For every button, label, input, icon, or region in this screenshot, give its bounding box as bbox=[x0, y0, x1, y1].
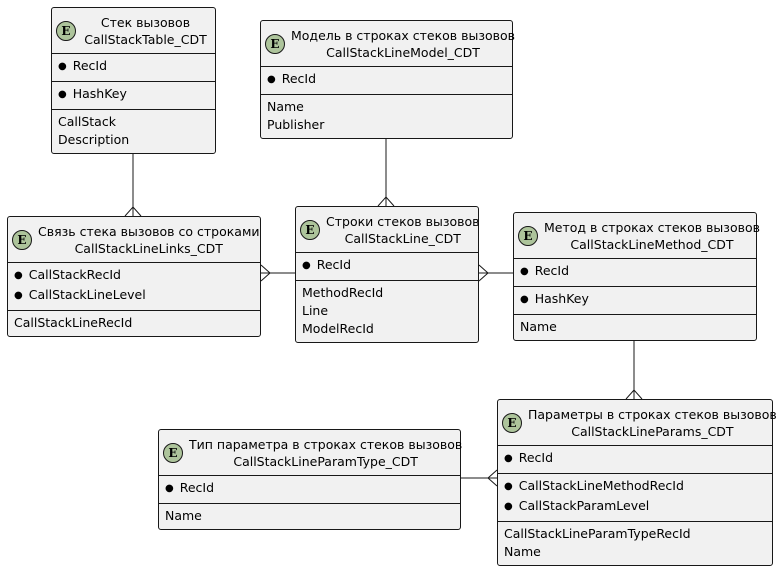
attribute-field: CallStack bbox=[58, 114, 116, 129]
entity-icon: E bbox=[300, 220, 320, 240]
entity-icon: E bbox=[163, 443, 183, 463]
entity-title-en: CallStackLineParams_CDT bbox=[571, 424, 734, 439]
entity-keys-primary: RecId bbox=[296, 253, 478, 281]
entity-title-ru: Связь стека вызовов со строками bbox=[38, 224, 260, 239]
entity-fields: CallStack Description bbox=[52, 110, 215, 153]
crowfoot-links-top bbox=[124, 206, 142, 217]
key-field: CallStackParamLevel bbox=[504, 497, 766, 517]
entity-title-en: CallStackLine_CDT bbox=[344, 231, 461, 246]
entity-icon: E bbox=[502, 413, 522, 433]
entity-title-ru: Стек вызовов bbox=[100, 15, 191, 30]
entity-title-ru: Метод в строках стеков вызовов bbox=[544, 220, 760, 235]
entity-header: E Стек вызовов CallStackTable_CDT bbox=[52, 8, 215, 54]
attribute-field: CallStackLineParamTypeRecId bbox=[504, 526, 691, 541]
attribute-field: Publisher bbox=[267, 117, 325, 132]
entity-title: Строки стеков вызовов CallStackLine_CDT bbox=[326, 213, 480, 247]
entity-title-en: CallStackLineLinks_CDT bbox=[74, 241, 223, 256]
key-field: HashKey bbox=[520, 290, 750, 310]
attribute-field: CallStackLineRecId bbox=[14, 315, 133, 330]
entity-keys-primary: RecId bbox=[514, 259, 756, 287]
entity-title: Параметры в строках стеков вызовов CallS… bbox=[528, 406, 777, 440]
crowfoot-links-right bbox=[260, 264, 271, 282]
entity-icon: E bbox=[56, 21, 76, 41]
entity-icon: E bbox=[518, 226, 538, 246]
entity-title: Тип параметра в строках стеков вызовов C… bbox=[189, 436, 462, 470]
entity-icon: E bbox=[265, 34, 285, 54]
key-field: CallStackLineLevel bbox=[14, 286, 254, 306]
entity-header: E Метод в строках стеков вызовов CallSta… bbox=[514, 213, 760, 259]
attribute-field: Name bbox=[520, 319, 557, 334]
key-field: RecId bbox=[267, 70, 506, 90]
entity-header: E Модель в строках стеков вызовов CallSt… bbox=[261, 21, 515, 67]
entity-title-ru: Модель в строках стеков вызовов bbox=[291, 28, 516, 43]
key-field: CallStackRecId bbox=[14, 266, 254, 286]
entity-fields: Name Publisher bbox=[261, 95, 512, 138]
attribute-field: Name bbox=[267, 99, 304, 114]
entity-keys-secondary: HashKey bbox=[514, 287, 756, 315]
attribute-field: Name bbox=[165, 508, 202, 523]
entity-line[interactable]: E Строки стеков вызовов CallStackLine_CD… bbox=[295, 206, 480, 343]
entity-header: E Тип параметра в строках стеков вызовов… bbox=[159, 430, 462, 476]
attribute-field: ModelRecId bbox=[302, 321, 374, 336]
key-field: RecId bbox=[302, 256, 472, 276]
entity-line-model[interactable]: E Модель в строках стеков вызовов CallSt… bbox=[260, 20, 515, 139]
entity-keys-primary: RecId bbox=[498, 446, 772, 474]
entity-title-ru: Параметры в строках стеков вызовов bbox=[528, 407, 777, 422]
key-field: RecId bbox=[58, 57, 209, 77]
entity-callstack-table[interactable]: E Стек вызовов CallStackTable_CDT RecId … bbox=[51, 7, 216, 154]
entity-header: E Строки стеков вызовов CallStackLine_CD… bbox=[296, 207, 480, 253]
key-field: HashKey bbox=[58, 85, 209, 105]
entity-icon: E bbox=[12, 230, 32, 250]
crowfoot-line-right bbox=[478, 264, 489, 282]
attribute-field: MethodRecId bbox=[302, 285, 384, 300]
key-field: RecId bbox=[520, 262, 750, 282]
entity-title: Стек вызовов CallStackTable_CDT bbox=[82, 14, 209, 48]
key-field: RecId bbox=[504, 449, 766, 469]
crowfoot-line-top bbox=[377, 196, 395, 207]
crowfoot-params-top bbox=[625, 389, 643, 400]
crowfoot-params-left bbox=[487, 469, 498, 487]
entity-keys-secondary: HashKey bbox=[52, 82, 215, 110]
entity-title: Модель в строках стеков вызовов CallStac… bbox=[291, 27, 515, 61]
entity-param-type[interactable]: E Тип параметра в строках стеков вызовов… bbox=[158, 429, 462, 530]
entity-header: E Связь стека вызовов со строками CallSt… bbox=[8, 217, 260, 263]
entity-keys-secondary: CallStackLineMethodRecId CallStackParamL… bbox=[498, 474, 772, 522]
entity-title: Метод в строках стеков вызовов CallStack… bbox=[544, 219, 760, 253]
entity-title-en: CallStackLineParamType_CDT bbox=[233, 454, 418, 469]
entity-title-ru: Строки стеков вызовов bbox=[326, 214, 480, 229]
attribute-field: Line bbox=[302, 303, 329, 318]
entity-fields: CallStackLineParamTypeRecId Name bbox=[498, 522, 772, 565]
entity-title-ru: Тип параметра в строках стеков вызовов bbox=[189, 437, 463, 452]
entity-fields: CallStackLineRecId bbox=[8, 311, 260, 336]
entity-title-en: CallStackLineMethod_CDT bbox=[570, 237, 734, 252]
entity-line-links[interactable]: E Связь стека вызовов со строками CallSt… bbox=[7, 216, 261, 337]
entity-title: Связь стека вызовов со строками CallStac… bbox=[38, 223, 260, 257]
entity-fields: MethodRecId Line ModelRecId bbox=[296, 281, 478, 342]
entity-keys-primary: CallStackRecId CallStackLineLevel bbox=[8, 263, 260, 311]
attribute-field: Name bbox=[504, 544, 541, 559]
entity-title-en: CallStackLineModel_CDT bbox=[326, 45, 480, 60]
entity-line-method[interactable]: E Метод в строках стеков вызовов CallSta… bbox=[513, 212, 760, 341]
entity-fields: Name bbox=[514, 315, 756, 340]
entity-keys-primary: RecId bbox=[159, 476, 460, 504]
key-field: RecId bbox=[165, 479, 454, 499]
entity-line-params[interactable]: E Параметры в строках стеков вызовов Cal… bbox=[497, 399, 777, 566]
entity-title-en: CallStackTable_CDT bbox=[84, 32, 207, 47]
entity-keys-primary: RecId bbox=[261, 67, 512, 95]
entity-keys-primary: RecId bbox=[52, 54, 215, 82]
entity-header: E Параметры в строках стеков вызовов Cal… bbox=[498, 400, 777, 446]
attribute-field: Description bbox=[58, 132, 130, 147]
entity-fields: Name bbox=[159, 504, 460, 529]
key-field: CallStackLineMethodRecId bbox=[504, 477, 766, 497]
